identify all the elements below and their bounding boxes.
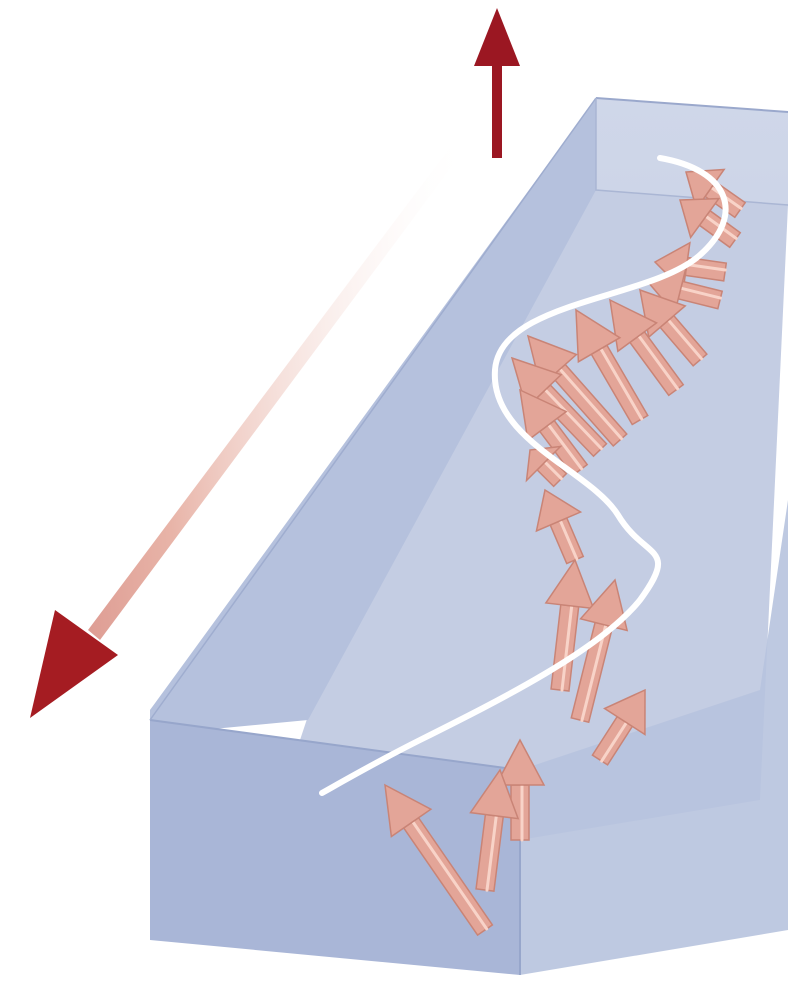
- up-arrow-head: [474, 8, 520, 66]
- up-arrow-icon: [474, 8, 520, 158]
- up-arrow-shaft: [492, 58, 502, 158]
